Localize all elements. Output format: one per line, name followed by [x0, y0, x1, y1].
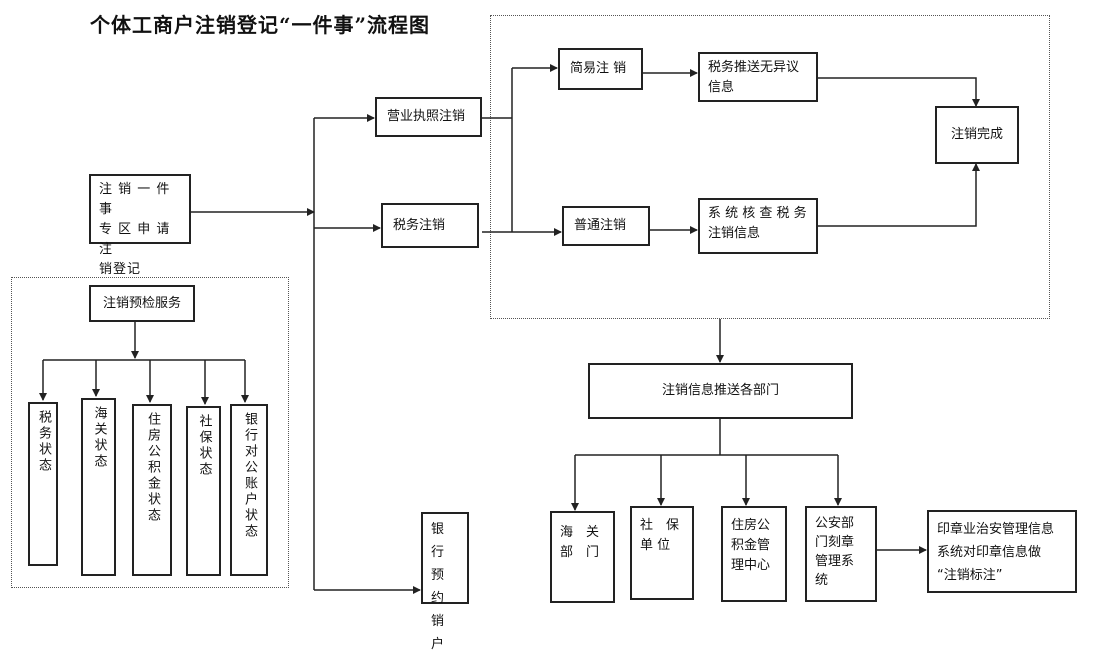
- node-dept-housing-fund: 住房公 积金管 理中心: [721, 506, 787, 602]
- node-tax-push-no-objection: 税务推送无异议 信息: [698, 52, 818, 102]
- node-tax-cancel: 税务注销: [381, 203, 479, 248]
- node-customs-status: 海关状态: [81, 398, 116, 576]
- node-system-check-tax-info: 系 统 核 查 税 务 注销信息: [698, 198, 818, 254]
- node-push-to-departments: 注销信息推送各部门: [588, 363, 853, 419]
- node-dept-police-seal: 公安部 门刻章 管理系 统: [805, 506, 877, 602]
- node-dept-social-security: 社 保 单 位: [630, 506, 694, 600]
- node-simple-cancel: 简易注 销: [558, 48, 643, 90]
- node-tax-status: 税务状态: [28, 402, 58, 566]
- node-bank-reserve-closure: 银 行 预 约 销户: [421, 512, 469, 652]
- node-precheck-service: 注销预检服务: [89, 285, 195, 322]
- precheck-group: [11, 277, 289, 588]
- node-dept-customs: 海 关 部 门: [550, 511, 615, 603]
- node-seal-management-system: 印章业治安管理信息 系统对印章信息做 “注销标注”: [927, 510, 1077, 593]
- node-housing-fund-status: 住房公积金状态: [132, 404, 172, 576]
- connector-lines: [39, 64, 980, 594]
- node-social-security-status: 社保状态: [186, 406, 221, 576]
- node-business-license-cancel: 营业执照注销: [375, 97, 482, 137]
- node-apply-registration: 注 销 一 件 事 专 区 申 请 注 销登记: [89, 174, 191, 277]
- node-cancel-complete: 注销完成: [935, 106, 1019, 164]
- cancel-flow-group: [490, 15, 1050, 319]
- node-normal-cancel: 普通注销: [562, 206, 650, 246]
- node-bank-account-status: 银行对公账户状态: [230, 404, 268, 576]
- diagram-title: 个体工商户注销登记“一件事”流程图: [90, 13, 431, 37]
